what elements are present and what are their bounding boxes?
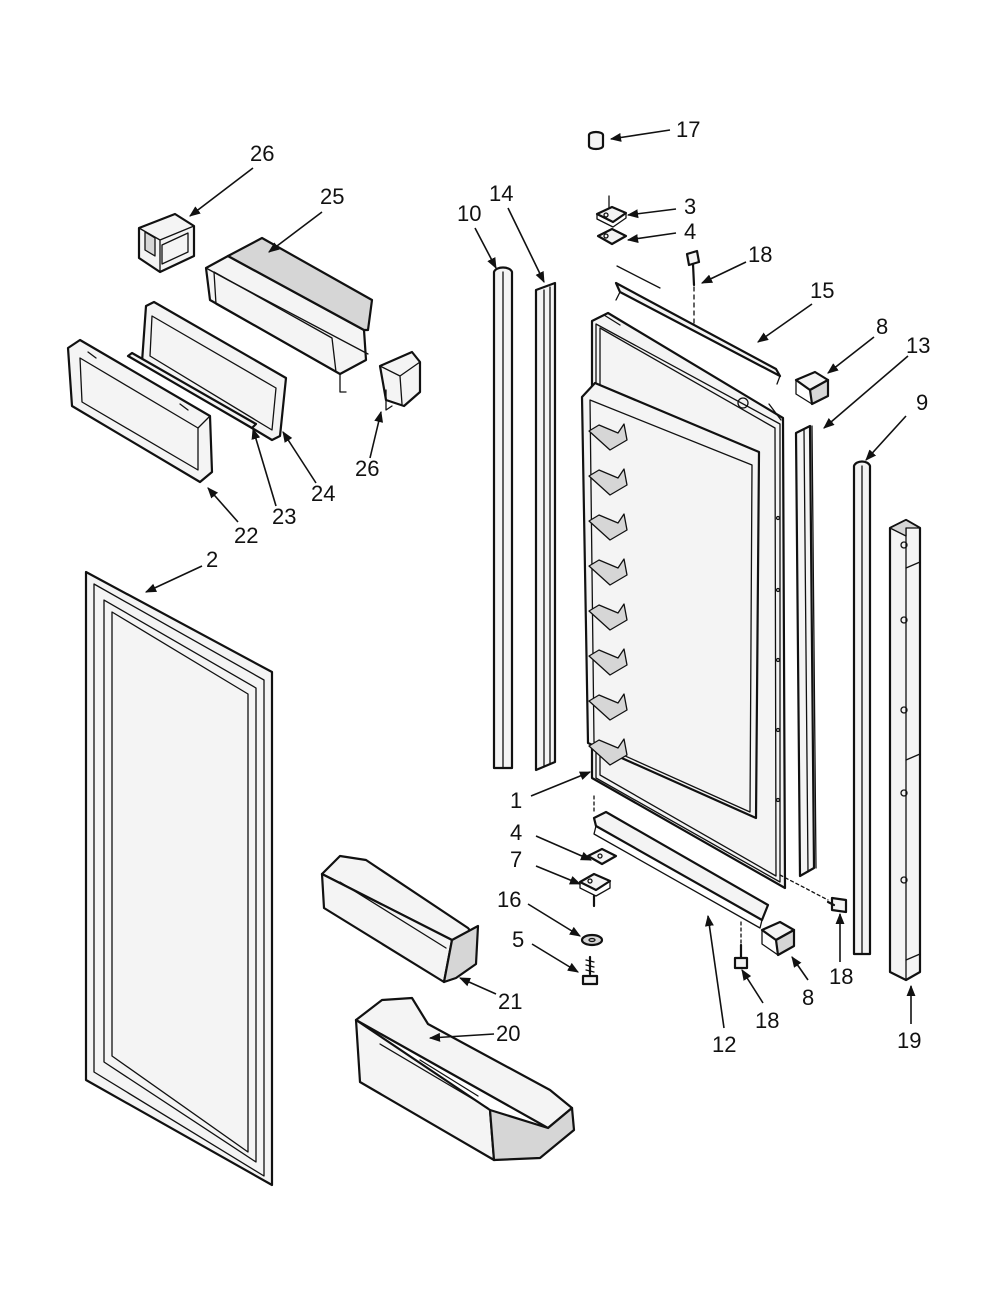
part-gasket-strip-left: [492, 266, 514, 770]
part-screw-top: [685, 249, 701, 331]
callout-26-lower: 26: [355, 456, 379, 481]
callout-19: 19: [897, 1028, 921, 1053]
part-door-panel: [580, 311, 787, 890]
callout-18-side: 18: [829, 964, 853, 989]
callout-25: 25: [320, 184, 344, 209]
part-hinge-shim-top: [596, 227, 628, 246]
part-trim-strip: [126, 351, 258, 430]
part-door-bin-large: [354, 996, 576, 1162]
callout-8-lower: 8: [802, 985, 814, 1010]
part-top-trim: [614, 265, 782, 385]
callout-4-lower: 4: [510, 820, 522, 845]
callout-20: 20: [496, 1021, 520, 1046]
callout-24: 24: [311, 481, 335, 506]
callout-21: 21: [498, 989, 522, 1014]
part-door-gasket: [84, 570, 274, 1187]
part-hinge-bolt: [581, 955, 599, 986]
callout-9: 9: [916, 390, 928, 415]
callout-10: 10: [457, 201, 481, 226]
callout-3: 3: [684, 194, 696, 219]
part-top-hinge: [595, 195, 628, 228]
part-screw-side: [779, 874, 848, 914]
part-gasket-strip-right: [852, 460, 872, 956]
callout-5: 5: [512, 927, 524, 952]
callout-16: 16: [497, 887, 521, 912]
callout-2: 2: [206, 547, 218, 572]
callout-22: 22: [234, 523, 258, 548]
callout-26-upper: 26: [250, 141, 274, 166]
callout-7: 7: [510, 847, 522, 872]
part-bin-housing: [204, 236, 374, 393]
callout-labels: 17 26 25 10 14 3 4 18 15 8 13 9 26 24 23…: [206, 117, 930, 1057]
callout-12: 12: [712, 1032, 736, 1057]
part-door-handle: [888, 518, 922, 982]
callout-4-upper: 4: [684, 219, 696, 244]
callout-23: 23: [272, 504, 296, 529]
part-door-channel: [534, 281, 557, 772]
part-side-trim: [794, 424, 817, 878]
part-door-bin-small: [320, 854, 480, 984]
part-clip-top: [794, 370, 830, 406]
callout-14: 14: [489, 181, 513, 206]
part-bottom-hinge: [578, 872, 612, 908]
part-bracket-upper: [137, 212, 196, 274]
part-washer: [580, 933, 604, 947]
part-bracket-lower: [378, 350, 422, 411]
callout-18-upper: 18: [748, 242, 772, 267]
part-bin-front-cover: [66, 338, 214, 484]
leader-lines: [144, 129, 916, 1042]
callout-8-upper: 8: [876, 314, 888, 339]
part-hinge-shim-bottom: [586, 847, 618, 866]
part-screw-bottom: [733, 921, 749, 970]
callout-1: 1: [510, 788, 522, 813]
callout-13: 13: [906, 333, 930, 358]
part-hinge-cap: [587, 130, 605, 151]
callout-17: 17: [676, 117, 700, 142]
callout-18-bottom: 18: [755, 1008, 779, 1033]
part-clip-bottom: [760, 920, 796, 957]
callout-15: 15: [810, 278, 834, 303]
part-bottom-trim: [592, 795, 770, 929]
